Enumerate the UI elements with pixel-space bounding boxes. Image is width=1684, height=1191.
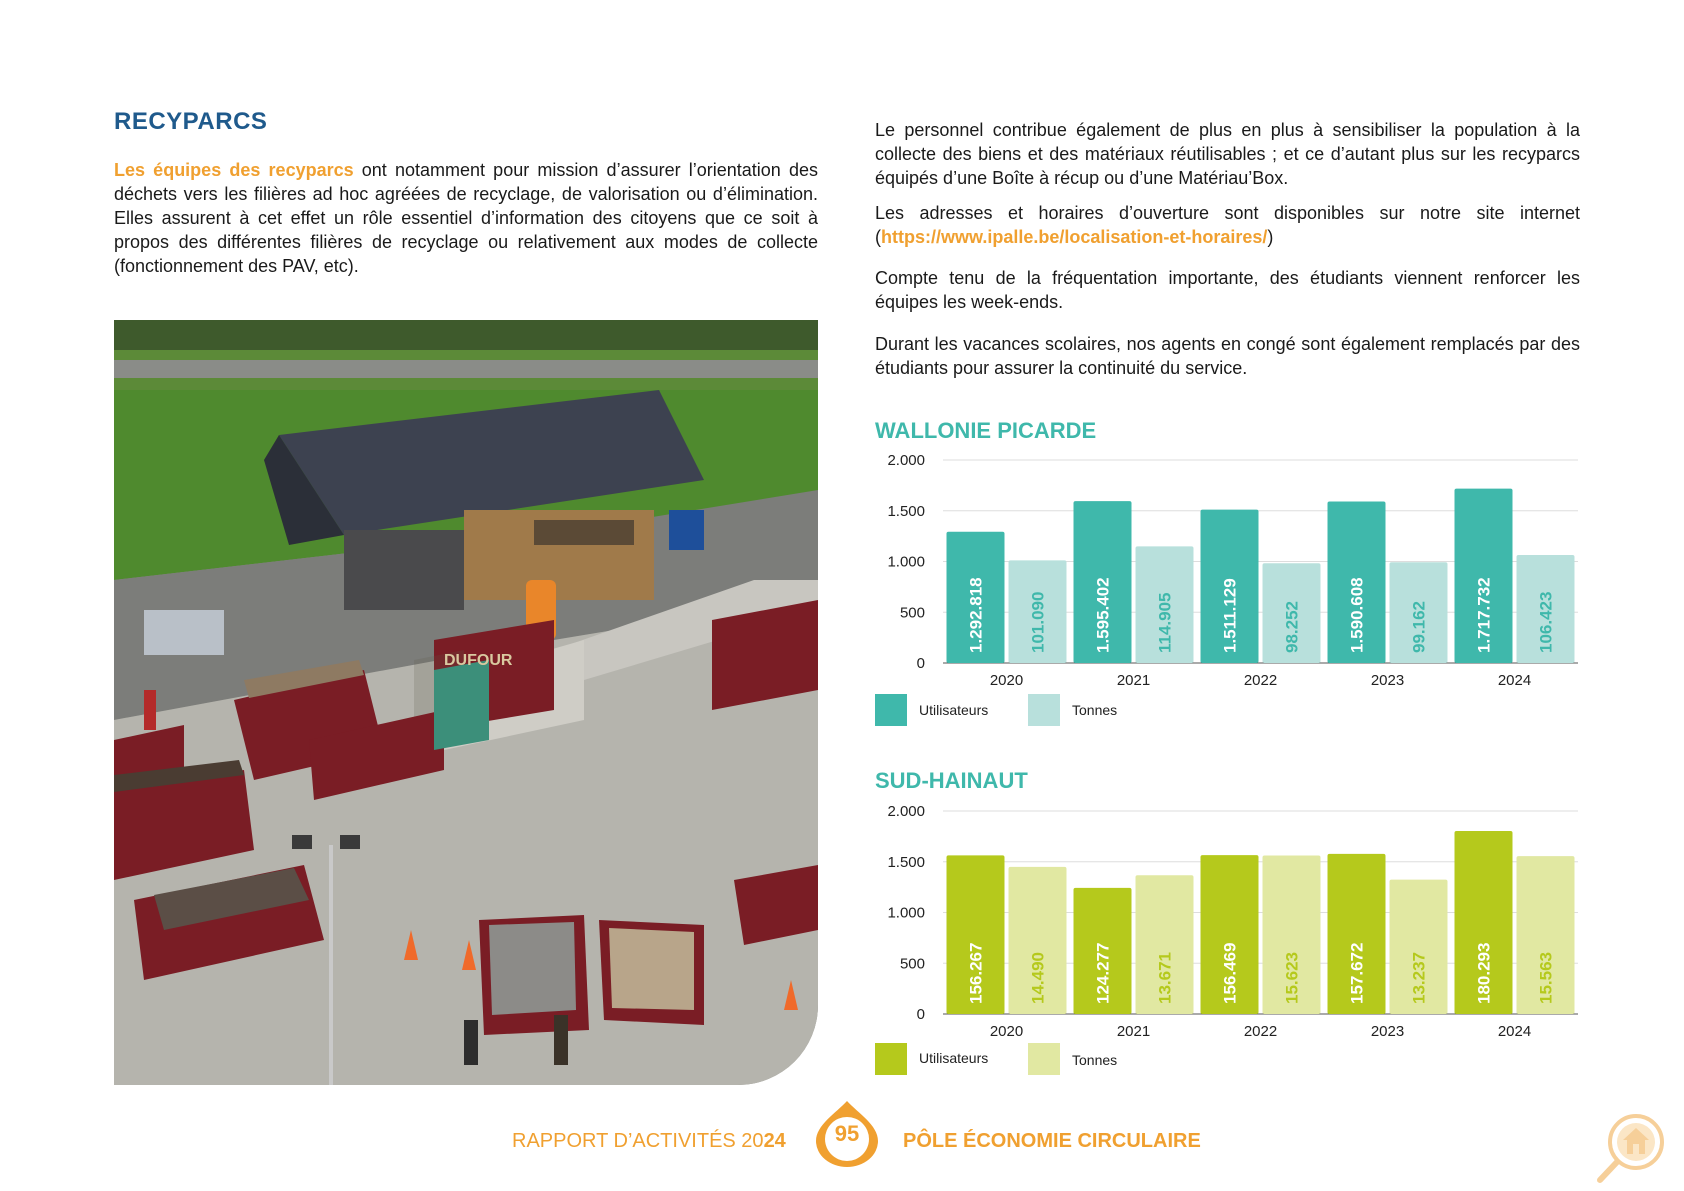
bar-value-label: 15.623 (1283, 952, 1302, 1004)
staff-paragraph: Le personnel contribue également de plus… (875, 120, 1580, 188)
bar-utilisateurs (1454, 488, 1513, 663)
footer-report-title: RAPPORT D’ACTIVITÉS 2024 (512, 1130, 786, 1153)
bar-value-label: 180.293 (1475, 943, 1494, 1004)
y-tick-label: 500 (900, 604, 925, 621)
chart-title-sud-hainaut: SUD-HAINAUT (875, 768, 1028, 793)
page-badge-icon (816, 1101, 878, 1167)
bar-value-label: 1.292.818 (967, 577, 986, 653)
page-number: 95 (834, 1121, 860, 1146)
chart-wallonie-picarde: 0 500 1.000 1.500 2.000 1.292.818 101.090 2020 1… (887, 452, 1578, 689)
y-tick-label: 1.000 (887, 905, 925, 922)
x-tick-label: 2024 (1498, 1023, 1531, 1040)
address-suffix: ) (1267, 227, 1274, 247)
footer-report-year: 24 (763, 1130, 786, 1152)
bar-tonnes (1389, 879, 1448, 1014)
bar-value-label: 99.162 (1410, 601, 1429, 653)
bar-tonnes (1135, 875, 1194, 1014)
x-tick-label: 2024 (1498, 672, 1531, 689)
footer-report-text: RAPPORT D’ACTIVITÉS 20 (512, 1130, 764, 1152)
y-tick-label: 1.500 (887, 503, 925, 520)
y-tick-label: 2.000 (887, 803, 925, 820)
intro-paragraph: Les équipes des recyparcs ont notamment … (114, 158, 818, 278)
bar-tonnes (1389, 562, 1448, 663)
chart-title-wallonie: WALLONIE PICARDE (875, 418, 1097, 443)
bar-tonnes (1262, 563, 1321, 663)
x-tick-label: 2021 (1117, 1023, 1150, 1040)
bar-value-label: 13.671 (1156, 952, 1175, 1004)
x-tick-label: 2022 (1244, 1023, 1277, 1040)
bar-utilisateurs (1200, 509, 1259, 663)
footer-pole-title: PÔLE ÉCONOMIE CIRCULAIRE (903, 1130, 1201, 1152)
bar-value-label: 13.237 (1410, 952, 1429, 1004)
legend-label-tonnes: Tonnes (1072, 702, 1118, 718)
bar-value-label: 157.672 (1348, 943, 1367, 1004)
legend-swatch-tonnes (1028, 694, 1060, 726)
home-search-icon[interactable] (1592, 1108, 1670, 1186)
bar-value-label: 114.905 (1156, 592, 1175, 653)
legend-swatch-tonnes-2 (1028, 1043, 1060, 1075)
bar-tonnes (1262, 855, 1321, 1014)
y-tick-label: 0 (917, 1006, 925, 1023)
bar-value-label: 1.717.732 (1475, 577, 1494, 653)
bar-tonnes (1516, 555, 1575, 663)
legend-swatch-utilisateurs-2 (875, 1043, 907, 1075)
legend-label-tonnes-2: Tonnes (1072, 1052, 1118, 1068)
photo-dufour-text: DUFOUR (444, 652, 513, 669)
students-paragraph: Compte tenu de la fréquentation importan… (875, 268, 1580, 312)
legend-label-utilisateurs-2: Utilisateurs (919, 1050, 989, 1066)
bar-tonnes (1516, 856, 1575, 1014)
x-tick-label: 2023 (1371, 672, 1404, 689)
bar-utilisateurs (1454, 830, 1513, 1014)
y-tick-label: 1.500 (887, 854, 925, 871)
recyparc-photo: DUFOUR (114, 320, 818, 1085)
y-tick-label: 0 (917, 655, 925, 672)
bar-value-label: 106.423 (1537, 592, 1556, 653)
x-tick-label: 2021 (1117, 672, 1150, 689)
intro-text: ont notamment pour mission d’assurer l’o… (114, 160, 818, 276)
section-title: RECYPARCS (114, 108, 268, 135)
y-tick-label: 1.000 (887, 554, 925, 571)
bar-value-label: 156.469 (1221, 943, 1240, 1004)
bar-tonnes (1008, 866, 1067, 1014)
x-tick-label: 2020 (990, 1023, 1023, 1040)
x-tick-label: 2023 (1371, 1023, 1404, 1040)
bar-value-label: 1.511.129 (1221, 578, 1240, 653)
y-tick-label: 2.000 (887, 452, 925, 469)
bar-utilisateurs (1073, 887, 1132, 1014)
recyparc-photo-drawing: DUFOUR (114, 320, 818, 1085)
bar-utilisateurs (1327, 501, 1386, 663)
x-tick-label: 2020 (990, 672, 1023, 689)
chart-sud-hainaut: 0 500 1.000 1.500 2.000 156.267 14.490 2020 124.… (887, 803, 1578, 1040)
address-paragraph: Les adresses et horaires d’ouverture son… (875, 201, 1580, 249)
bar-utilisateurs (1327, 853, 1386, 1014)
intro-highlight: Les équipes des recyparcs (114, 160, 354, 180)
bar-utilisateurs (946, 531, 1005, 663)
bar-value-label: 98.252 (1283, 601, 1302, 653)
bar-value-label: 101.090 (1029, 592, 1048, 653)
bar-value-label: 15.563 (1537, 952, 1556, 1004)
bar-utilisateurs (1073, 501, 1132, 663)
bar-tonnes (1008, 560, 1067, 663)
y-tick-label: 500 (900, 955, 925, 972)
bar-utilisateurs (1200, 855, 1259, 1014)
legend-swatch-utilisateurs (875, 694, 907, 726)
website-link[interactable]: https://www.ipalle.be/localisation-et-ho… (881, 227, 1268, 247)
legend-label-utilisateurs: Utilisateurs (919, 702, 989, 718)
bar-value-label: 1.595.402 (1094, 577, 1113, 653)
bar-value-label: 1.590.608 (1348, 577, 1367, 653)
holidays-paragraph: Durant les vacances scolaires, nos agent… (875, 334, 1580, 378)
bar-utilisateurs (946, 855, 1005, 1014)
bar-value-label: 14.490 (1029, 952, 1048, 1004)
x-tick-label: 2022 (1244, 672, 1277, 689)
bar-value-label: 156.267 (967, 943, 986, 1004)
address-prefix: Les adresses et horaires d’ouverture son… (875, 203, 1580, 247)
bar-value-label: 124.277 (1094, 943, 1113, 1004)
bar-tonnes (1135, 546, 1194, 663)
